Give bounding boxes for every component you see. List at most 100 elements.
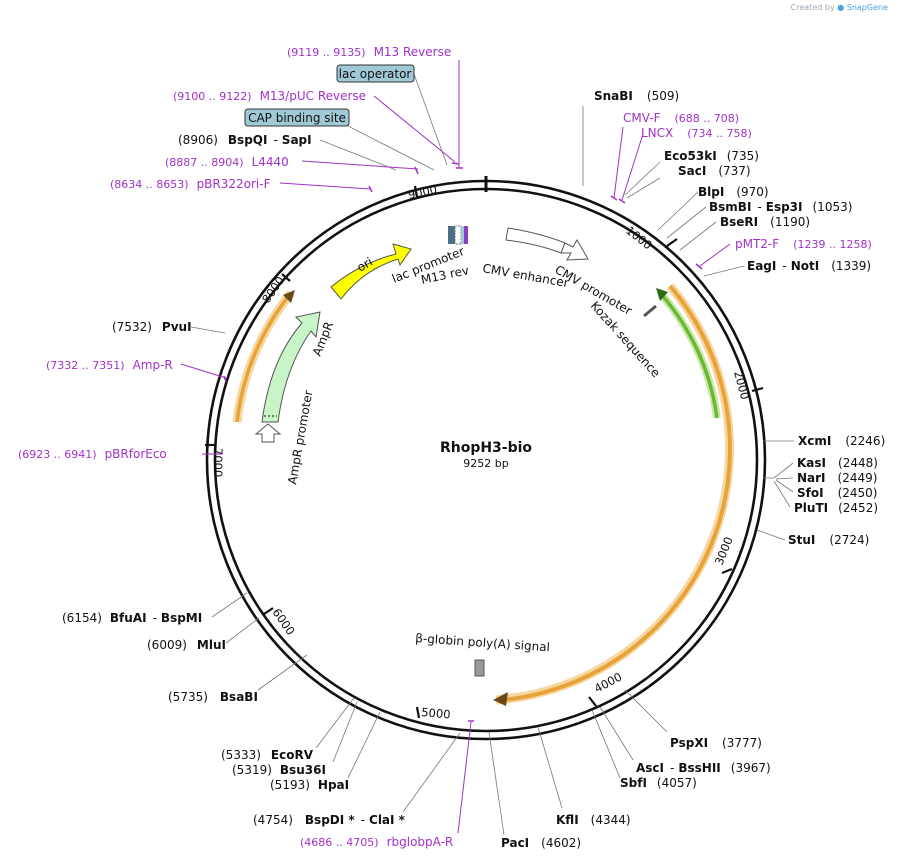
leader-bseri (679, 221, 717, 251)
ori-arrow (330, 243, 412, 300)
site-pspxi: PspXI(3777) (670, 736, 762, 750)
primer-pmt2-f: pMT2-F(1239 .. 1258) (735, 237, 872, 251)
leader-lac-operator (413, 73, 448, 166)
primer-leader-l4440 (301, 160, 419, 170)
tick-4000 (588, 696, 597, 707)
site-bfuai: (6154)BfuAI-BspMI (62, 611, 202, 625)
globin-polya-block (474, 659, 485, 677)
site-blpi: BlpI(970) (698, 185, 769, 199)
leader-stui (756, 529, 786, 541)
green-feature-arc (659, 292, 719, 419)
site-stui: StuI(2724) (788, 533, 869, 547)
site-mlui: (6009)MluI (147, 638, 226, 652)
cmv-enhancer-arrow (505, 227, 566, 254)
leader-kasi (763, 462, 794, 479)
kozak-marker (643, 304, 657, 318)
tick-label-2000: 2000 (731, 369, 752, 401)
site-eco53ki: Eco53kI(735) (664, 149, 759, 163)
leader-blpi (657, 191, 699, 231)
lac-promoter-block (448, 226, 455, 244)
site-bsabi: (5735)BsaBI (168, 690, 258, 704)
leader-saci (626, 177, 661, 199)
site-bsmbi: BsmBI-Esp3I(1053) (709, 200, 852, 214)
snapgene-watermark: Created by ● SnapGene (790, 3, 888, 12)
primer-leader-lncx (621, 133, 644, 201)
orange-feature-arrowhead (493, 692, 508, 706)
primer-amp-r: (7332 .. 7351)Amp-R (46, 358, 173, 372)
primer-mark-lncx (618, 198, 626, 204)
tick-label-7000: 7000 (211, 448, 225, 477)
plasmid-size: 9252 bp (463, 457, 508, 470)
primer-mark-cmv-f (610, 195, 618, 201)
primer-cmv-f: CMV-F(688 .. 708) (623, 111, 739, 125)
tick-6000 (263, 607, 274, 615)
cap-site-box (244, 108, 350, 127)
tick-label-9000: 9000 (407, 182, 439, 202)
ampr-promoter-label: AmpR promoter (285, 389, 315, 485)
orange-feature-arc (501, 284, 732, 702)
ampr-promoter-arrow (254, 423, 282, 443)
leader-mlui (225, 617, 260, 644)
primer-leader-rbglobpa (457, 721, 472, 834)
primer-lncx: LNCX(734 .. 758) (641, 126, 752, 140)
primer-m13-reverse: (9119 .. 9135)M13 Reverse (287, 45, 451, 59)
site-sfoi: SfoI(2450) (797, 486, 877, 500)
leader-bspdi (402, 732, 461, 813)
ori-label: ori (355, 255, 376, 275)
primer-leader-pmt2 (699, 243, 731, 267)
site-nari: NarI(2449) (797, 471, 877, 485)
primer-mark-l4440 (414, 166, 419, 175)
site-paci: PacI(4602) (501, 836, 581, 850)
site-bspqi: (8906)BspQI-SapI (178, 133, 312, 147)
m13-primer-block (464, 226, 468, 244)
site-bsu36i: (5319)Bsu36I (232, 763, 326, 777)
tick-label-5000: 5000 (421, 705, 451, 721)
green-feature-arrowhead (656, 288, 668, 301)
leader-ecorv (315, 697, 355, 749)
tick-3000 (721, 567, 733, 575)
primer-mark-amp-r (223, 375, 227, 383)
site-saci: SacI(737) (678, 164, 751, 178)
plasmid-name: RhopH3-bio (440, 440, 532, 456)
leader-bsu36i (332, 701, 358, 763)
leader-asci (599, 706, 634, 761)
primer-pbrforeco: (6923 .. 6941)pBRforEco (18, 447, 167, 461)
primer-leader-amp-r (180, 363, 227, 379)
site-bseri: BseRI(1190) (720, 215, 810, 229)
left-orange-feature-arrowhead (283, 290, 295, 303)
ampr-arrow (261, 311, 321, 423)
site-hpai: (5193)HpaI (270, 778, 349, 792)
site-xcmi: XcmI(2246) (798, 434, 885, 448)
site-asci: AscI-BssHII(3967) (636, 761, 771, 775)
leader-eco53ki (624, 161, 661, 196)
lac-operator-box (336, 64, 415, 83)
cmv-promoter-arrow (560, 238, 589, 261)
primer-rbglobpa-r: (4686 .. 4705)rbglobpA-R (300, 835, 453, 849)
cap-site-label: CAP binding site (248, 111, 346, 125)
leader-bsmbi (666, 206, 707, 239)
tick-1000 (666, 238, 678, 247)
site-sbfi: SbfI(4057) (620, 776, 697, 790)
tick-5000 (415, 706, 421, 719)
leader-eagi (703, 265, 745, 277)
primer-mark-m13-puc (451, 162, 460, 165)
primer-leader-m13-puc (373, 95, 456, 163)
leader-pvui (190, 326, 226, 334)
tick-label-6000: 6000 (270, 606, 298, 638)
leader-hpai (347, 711, 381, 779)
leader-bsabi (257, 654, 308, 691)
leader-sbfi (591, 709, 621, 779)
primer-mark-pmt2 (695, 263, 703, 270)
globin-polya-label: β-globin poly(A) signal (415, 631, 551, 654)
tick-9000 (413, 185, 419, 198)
leader-bspqi (319, 139, 397, 171)
site-ecorv: (5333)EcoRV (221, 748, 314, 762)
leader-sfoi (775, 479, 794, 493)
leader-cap-site (347, 125, 435, 171)
lac-operator-block (454, 225, 462, 245)
site-snabi: SnaBI(509) (594, 89, 679, 103)
site-pvui: (7532)PvuI (112, 320, 192, 334)
tick-8000 (281, 273, 291, 282)
snapgene-logo-icon: ● (837, 3, 847, 12)
